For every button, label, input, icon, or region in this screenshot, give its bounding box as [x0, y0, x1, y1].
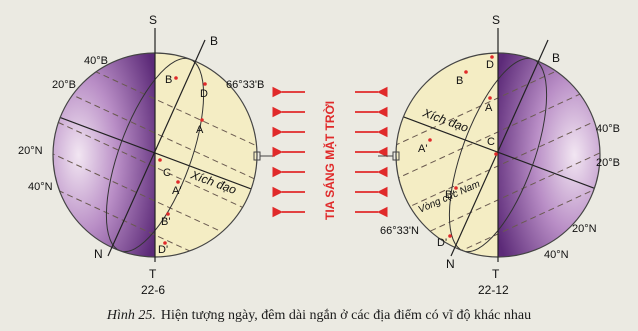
left-lat-20b: 20°B	[52, 79, 76, 91]
figure-caption: Hình 25. Hiện tượng ngày, đêm dài ngắn ở…	[0, 301, 638, 331]
right-pole-bottom-label: T	[492, 267, 500, 281]
left-globe: S T B N 22-6 40°B 20°B 20°N 40°N 66°33'B…	[18, 13, 275, 297]
right-arrows	[355, 86, 388, 218]
left-point-d-prime: D'	[158, 244, 168, 256]
right-globe: S T B N 22-12 40°B 20°B 20°N 40°N 66°33'…	[378, 13, 620, 297]
left-point-d: D	[200, 88, 208, 100]
right-point-b: B	[456, 75, 463, 87]
figure-number: Hình 25.	[106, 308, 156, 323]
right-globe-equator-line	[396, 109, 600, 197]
day-night-diagram: S T B N 22-6 40°B 20°B 20°N 40°N 66°33'B…	[18, 13, 620, 297]
sunlight-arrows: TIA SÁNG MẶT TRỜI	[272, 86, 388, 220]
right-points: D B A A' C B' D'	[418, 55, 498, 249]
right-point-d: D	[486, 59, 494, 71]
left-globe-rotation-axis	[107, 39, 206, 257]
left-point-c: C	[163, 167, 171, 179]
left-lat-40n: 40°N	[28, 181, 53, 193]
left-point-b-prime: B'	[161, 216, 170, 228]
left-point-a-prime: A'	[172, 185, 181, 197]
left-points: B D A C A' B' D'	[158, 74, 208, 256]
right-axis-top-label: B	[552, 51, 560, 65]
right-point-b-prime: B'	[445, 189, 454, 201]
left-pole-top-label: S	[149, 13, 157, 27]
right-point-a-prime: A'	[418, 143, 427, 155]
left-axis-bottom-label: N	[94, 247, 103, 261]
right-lat-40b: 40°B	[596, 123, 620, 135]
right-globe-rotation-axis	[450, 39, 549, 257]
left-axis-top-label: B	[210, 34, 218, 48]
left-lat-20n: 20°N	[18, 145, 43, 157]
right-point-d-prime: D'	[437, 237, 447, 249]
right-axis-bottom-label: N	[446, 257, 455, 271]
right-point-c: C	[487, 136, 495, 148]
right-lat-40n: 40°N	[544, 249, 569, 261]
right-lat-20b: 20°B	[596, 157, 620, 169]
left-pole-bottom-label: T	[149, 267, 157, 281]
right-point-a: A	[485, 102, 493, 114]
left-point-b: B	[165, 74, 172, 86]
left-arctic-circle-label: 66°33'B	[226, 79, 264, 91]
left-lat-40b: 40°B	[84, 55, 108, 67]
left-point-marks	[158, 76, 207, 245]
left-arrows	[272, 86, 305, 218]
right-antarctic-circle-label: 66°33'N	[380, 225, 419, 237]
left-date-label: 22-6	[141, 283, 165, 297]
right-point-marks	[428, 55, 498, 238]
right-date-label: 22-12	[478, 283, 509, 297]
right-pole-top-label: S	[492, 13, 500, 27]
caption-text: Hiện tượng ngày, đêm dài ngắn ở các địa …	[160, 308, 532, 323]
sunlight-label: TIA SÁNG MẶT TRỜI	[322, 101, 337, 220]
right-lat-20n: 20°N	[572, 223, 597, 235]
left-point-a: A	[196, 124, 204, 136]
